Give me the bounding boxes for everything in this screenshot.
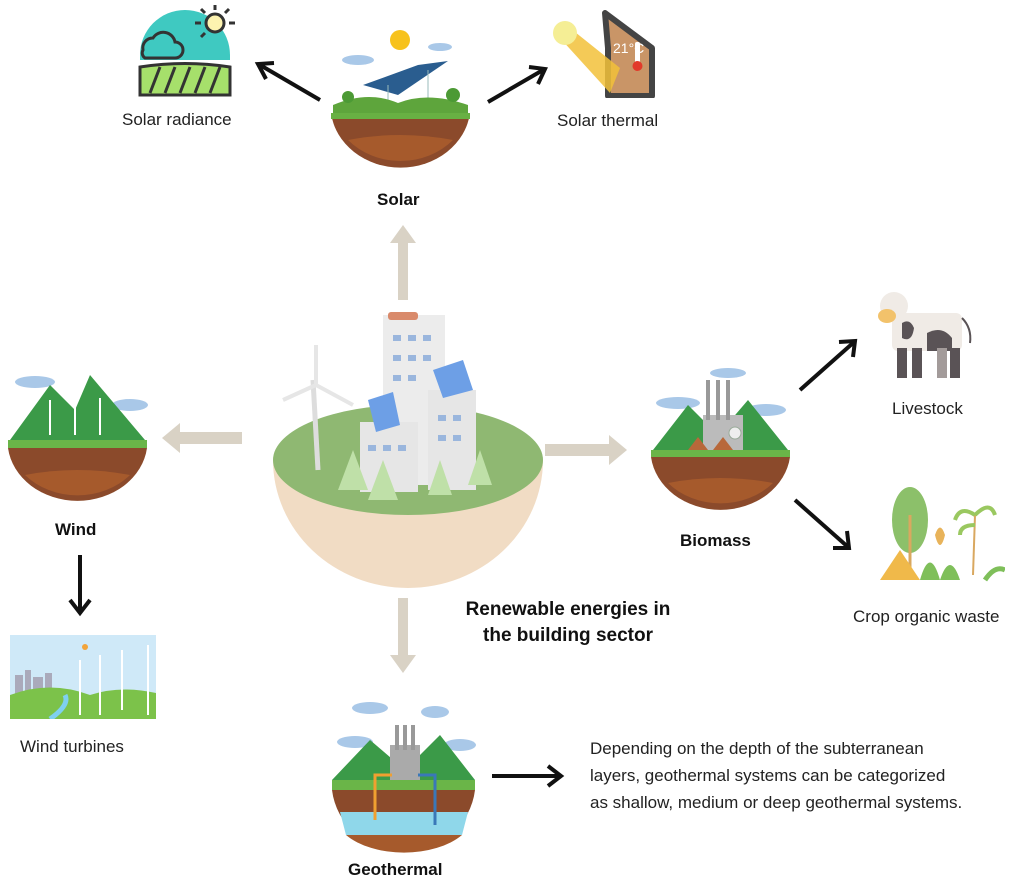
biomass-island-illustration <box>648 365 793 525</box>
arrow-to-solar-thermal <box>486 65 548 104</box>
solar-thermal-icon: 21°C <box>550 8 660 98</box>
geothermal-node-label: Geothermal <box>348 860 443 879</box>
geothermal-note-line-2: layers, geothermal systems can be catego… <box>590 766 946 785</box>
geothermal-note-line-3: as shallow, medium or deep geothermal sy… <box>590 793 963 812</box>
arrow-center-to-wind <box>162 423 242 453</box>
arrow-center-to-biomass <box>545 435 627 465</box>
arrow-to-geothermal-note <box>492 764 565 788</box>
wind-turbines-image <box>10 635 156 719</box>
livestock-cow-icon <box>872 288 977 383</box>
geothermal-island-illustration <box>330 700 480 860</box>
diagram-title: Renewable energies in the building secto… <box>443 597 693 649</box>
livestock-label: Livestock <box>892 399 963 418</box>
arrow-to-livestock <box>798 338 858 392</box>
arrow-center-to-geothermal <box>390 598 416 673</box>
solar-island-illustration <box>328 25 473 180</box>
title-line-1: Renewable energies in <box>465 599 671 620</box>
solar-thermal-label: Solar thermal <box>557 111 659 130</box>
wind-turbines-label: Wind turbines <box>20 737 124 756</box>
geothermal-description: Depending on the depth of the subterrane… <box>590 735 962 816</box>
arrow-center-to-solar <box>390 225 416 300</box>
arrow-to-solar-radiance <box>254 61 322 102</box>
title-line-2: the building sector <box>483 625 653 646</box>
arrow-to-crop-waste <box>793 498 852 550</box>
wind-island-illustration <box>5 370 150 510</box>
solar-node-label: Solar <box>377 190 420 209</box>
wind-node-label: Wind <box>55 520 97 539</box>
solar-radiance-icon <box>135 5 245 100</box>
biomass-node-label: Biomass <box>680 531 751 550</box>
arrow-to-wind-turbines <box>68 555 92 617</box>
solar-radiance-label: Solar radiance <box>122 110 232 129</box>
crop-waste-icon <box>875 485 1005 590</box>
geothermal-note-line-1: Depending on the depth of the subterrane… <box>590 739 924 758</box>
center-building-island <box>268 310 548 590</box>
crop-waste-label: Crop organic waste <box>853 607 1000 626</box>
